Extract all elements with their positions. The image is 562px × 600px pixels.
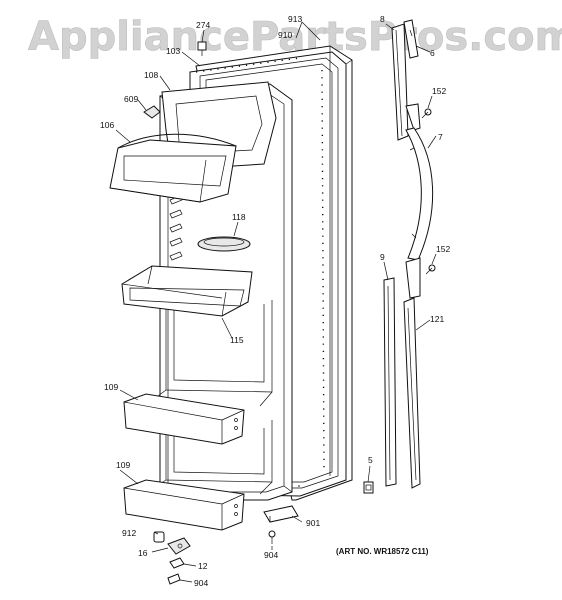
- part-labels: 913 274 910 103 108 609 106 118 115 109 …: [100, 14, 450, 588]
- label-118: 118: [232, 212, 246, 222]
- shelf-115: [121, 265, 253, 317]
- label-609: 609: [124, 94, 138, 104]
- label-106: 106: [100, 120, 114, 130]
- part-12: [169, 557, 185, 569]
- part-904-lower: [167, 573, 181, 585]
- label-901: 901: [306, 518, 320, 528]
- label-8: 8: [380, 14, 385, 24]
- part-901: [263, 505, 299, 523]
- label-109-lower: 109: [116, 460, 130, 470]
- label-904-lower: 904: [194, 578, 208, 588]
- label-274: 274: [196, 20, 210, 30]
- part-7: [405, 103, 434, 299]
- label-7: 7: [438, 132, 443, 142]
- part-16: [167, 537, 191, 555]
- label-9: 9: [380, 252, 385, 262]
- label-152-upper: 152: [432, 86, 446, 96]
- part-6: [403, 19, 419, 59]
- label-12: 12: [198, 561, 208, 571]
- part-118: [197, 236, 251, 252]
- label-109-upper: 109: [104, 382, 118, 392]
- label-910: 910: [278, 30, 292, 40]
- shelf-109-upper: [123, 393, 245, 445]
- part-912: [153, 531, 165, 543]
- label-904-upper: 904: [264, 550, 278, 560]
- label-121: 121: [430, 314, 444, 324]
- art-number: (ART NO. WR18572 C11): [336, 547, 429, 556]
- label-912: 912: [122, 528, 136, 538]
- part-8: [391, 23, 409, 141]
- label-6: 6: [430, 48, 435, 58]
- watermark: AppliancePartsPros.com: [28, 14, 562, 60]
- part-5: [363, 481, 374, 494]
- label-16: 16: [138, 548, 148, 558]
- bin-106: [109, 133, 237, 203]
- label-913: 913: [288, 14, 302, 24]
- label-115: 115: [230, 335, 244, 345]
- label-152-lower: 152: [436, 244, 450, 254]
- part-9: [383, 277, 397, 487]
- label-108: 108: [144, 70, 158, 80]
- part-152-lower: [425, 264, 436, 275]
- part-121: [403, 297, 421, 489]
- part-152-upper: [421, 108, 432, 119]
- part-904-upper: [268, 530, 276, 544]
- leader-lines: [115, 21, 437, 583]
- label-103: 103: [166, 46, 180, 56]
- part-609: [143, 105, 161, 119]
- shelf-109-lower: [123, 479, 245, 531]
- label-5: 5: [368, 455, 373, 465]
